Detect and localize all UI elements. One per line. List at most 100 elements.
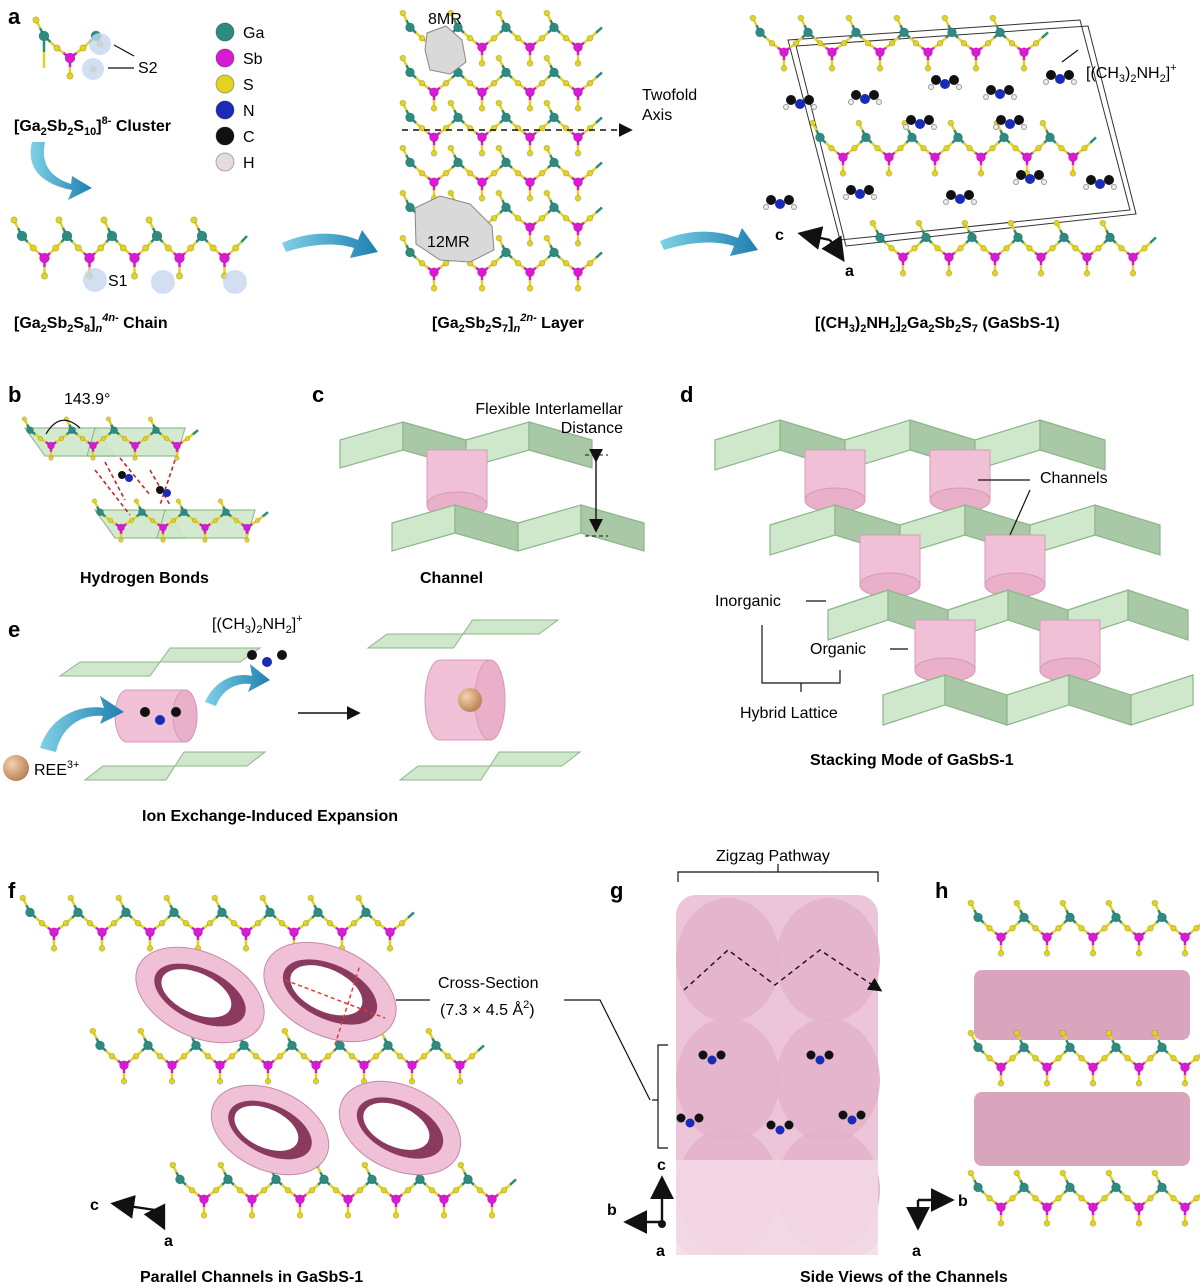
s-atom	[538, 260, 546, 267]
s-atom	[1151, 899, 1158, 907]
s-atom	[184, 436, 191, 442]
s-atom	[233, 518, 240, 524]
s-atom	[876, 65, 884, 72]
s-atom	[966, 145, 973, 152]
sb-atom	[263, 1060, 273, 1070]
h-atom	[928, 84, 934, 90]
bond	[595, 161, 603, 169]
inorganic-layer	[827, 589, 889, 641]
transform-arrow-icon	[660, 228, 758, 256]
s-atom	[188, 1187, 196, 1194]
sb-atom	[1134, 1202, 1144, 1212]
s-atom	[967, 1169, 974, 1177]
s-atom	[418, 170, 426, 177]
c-atom	[1064, 70, 1074, 80]
ga-atom	[25, 907, 35, 918]
s-atom	[264, 1078, 272, 1085]
s-atom	[168, 1078, 176, 1085]
inorganic-layer	[1006, 674, 1070, 726]
s-atom	[915, 219, 922, 227]
c-atom	[851, 90, 861, 100]
s-atom	[230, 920, 238, 927]
ga-atom	[1019, 912, 1029, 923]
s-atom	[372, 1053, 380, 1060]
h-atom	[763, 204, 769, 210]
c-atom	[716, 1050, 726, 1060]
sb-atom	[145, 927, 155, 938]
s-atom	[1170, 1195, 1177, 1202]
s-atom	[447, 9, 454, 17]
s-atom	[972, 65, 980, 72]
sb-atom	[159, 523, 167, 532]
sb-atom	[119, 1060, 129, 1070]
s-atom	[1055, 925, 1062, 932]
h-atom	[943, 199, 949, 205]
s-atom	[466, 35, 474, 42]
h-atom	[1021, 124, 1027, 130]
ga-atom	[973, 1042, 983, 1053]
s-atom	[514, 260, 522, 267]
sb-atom	[337, 927, 347, 938]
cation-bracket	[657, 1044, 668, 1149]
n-atom	[775, 199, 785, 209]
compound-label: [(CH3)2NH2]2Ga2Sb2S7 (GaSbS-1)	[815, 315, 1060, 335]
n-atom	[855, 189, 865, 199]
s-atom	[586, 260, 594, 267]
s-atom	[1059, 899, 1066, 907]
ring-12mr	[414, 195, 495, 263]
h-atom	[871, 194, 877, 200]
s-atom	[780, 65, 788, 72]
s-atom	[960, 40, 968, 47]
ga-atom	[815, 132, 825, 143]
ga-atom	[851, 27, 861, 38]
s2-highlight	[82, 58, 104, 80]
s-atom	[66, 72, 74, 80]
s-atom	[543, 144, 550, 152]
ga-atom	[1157, 1042, 1167, 1053]
dimension-line	[284, 979, 386, 1019]
inorganic-layer	[1130, 674, 1194, 726]
channel-hole	[161, 969, 232, 1018]
sb-atom	[487, 1194, 497, 1204]
ga-atom	[755, 27, 765, 38]
s-atom	[100, 216, 108, 224]
s-atom	[1009, 1195, 1016, 1202]
panel-letter-c: c	[312, 382, 324, 407]
s-atom	[1032, 1195, 1039, 1202]
sb-atom	[295, 1194, 305, 1204]
s-atom	[899, 270, 907, 277]
s-atom	[399, 144, 406, 152]
s-atom	[1095, 245, 1102, 252]
s-atom	[495, 54, 502, 62]
ga-atom	[61, 230, 73, 242]
ga-atom	[152, 426, 160, 435]
s-atom	[538, 80, 546, 87]
sb-atom	[996, 1062, 1006, 1072]
s-atom	[146, 945, 154, 952]
s-atom	[420, 1053, 428, 1060]
s-atom	[1035, 145, 1042, 152]
s-atom	[248, 1212, 256, 1219]
s-atom	[134, 920, 142, 927]
s-atom	[920, 145, 927, 152]
ga-atom	[110, 426, 118, 435]
ga-atom	[26, 426, 34, 435]
ga-atom	[191, 1040, 201, 1051]
sb-atom	[477, 132, 487, 142]
s-atom	[209, 244, 217, 252]
sb-atom	[193, 927, 203, 938]
sb-atom	[573, 132, 583, 142]
s-atom	[490, 260, 498, 267]
s-atom	[52, 244, 60, 252]
c-atom	[824, 1050, 834, 1060]
s-atom	[444, 1053, 452, 1060]
c-atom	[806, 1050, 816, 1060]
n-atom	[995, 89, 1005, 99]
s-atom	[874, 145, 881, 152]
n-atom	[847, 1115, 857, 1125]
s-atom	[1059, 1169, 1066, 1177]
s-atom	[131, 272, 139, 280]
s-atom	[58, 436, 65, 442]
legend-label-s: S	[243, 77, 254, 94]
